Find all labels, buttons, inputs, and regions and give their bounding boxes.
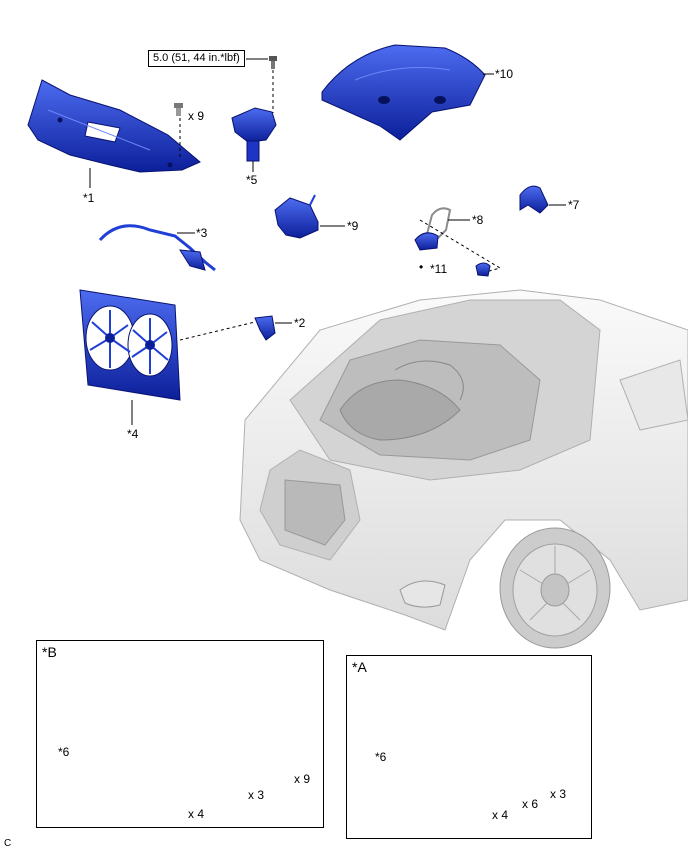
- vehicle-illustration: [239, 289, 688, 649]
- hose-part-8: [414, 207, 452, 251]
- label-part-11: *11: [430, 262, 448, 276]
- label-part-1: *1: [83, 191, 95, 205]
- clip-icon: [174, 103, 183, 116]
- detail-box-b: [36, 640, 324, 828]
- wire-connector: [179, 249, 206, 271]
- box-b-qty-4: x 4: [188, 807, 205, 821]
- box-a-qty-4: x 4: [492, 808, 509, 822]
- box-b-title: *B: [42, 644, 57, 660]
- label-part-5: *5: [246, 173, 258, 187]
- engine-cover: [321, 44, 486, 141]
- label-part-6-b: *6: [58, 745, 70, 759]
- detail-box-a: [346, 655, 592, 839]
- bullet-mark: •: [419, 260, 424, 274]
- wire-harness: [98, 224, 216, 272]
- label-clip-qty: x 9: [188, 109, 205, 123]
- connector-part-2: [254, 315, 276, 341]
- box-a-title: *A: [352, 659, 367, 675]
- box-a-qty-6: x 6: [522, 797, 539, 811]
- label-part-6-a: *6: [375, 750, 387, 764]
- label-part-8: *8: [472, 213, 484, 227]
- fan-shroud: [79, 289, 181, 401]
- box-a-qty-3: x 3: [550, 787, 567, 801]
- box-b-qty-3: x 3: [248, 788, 265, 802]
- radiator-upper-cover: [27, 79, 201, 173]
- bracket-part-5: [231, 107, 277, 162]
- dashed-leader-2: [179, 321, 256, 341]
- hose-part-7: [519, 185, 549, 214]
- corner-code: C: [4, 838, 12, 849]
- label-part-4: *4: [127, 427, 139, 441]
- label-part-9: *9: [347, 219, 359, 233]
- label-part-3: *3: [196, 226, 208, 240]
- label-part-7: *7: [568, 198, 580, 212]
- bracket-part-9: [274, 194, 319, 239]
- label-part-2: *2: [294, 316, 306, 330]
- clamp-part-11: [475, 262, 491, 277]
- torque-bolt: [269, 56, 277, 69]
- label-part-10: *10: [495, 67, 514, 81]
- box-b-qty-9: x 9: [294, 772, 311, 786]
- torque-spec-label: 5.0 (51, 44 in.*lbf): [148, 50, 245, 67]
